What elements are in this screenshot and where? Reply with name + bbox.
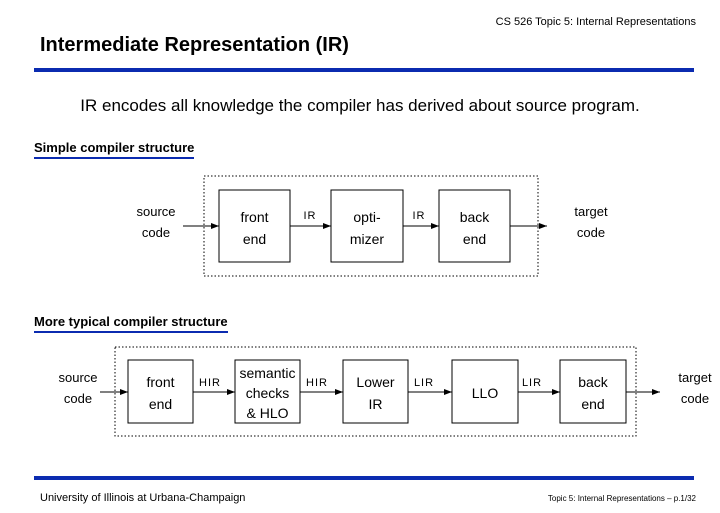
typical-box-front-end-line-2: end (149, 396, 172, 412)
typical-output-label-1: target (678, 370, 712, 385)
simple-box-front-end-line-1: front (240, 209, 268, 225)
lead-text: IR encodes all knowledge the compiler ha… (80, 96, 640, 115)
footer-institution: University of Illinois at Urbana-Champai… (40, 492, 246, 504)
typical-diagram: source code target code front end HIR se… (58, 346, 712, 437)
top-rule (34, 68, 694, 72)
simple-box-back-end (438, 189, 511, 263)
simple-box-optimizer-line-1: opti- (353, 209, 381, 225)
typical-dotted-frame (114, 346, 637, 437)
typical-box-semantic-checks-line-1: semantic (239, 365, 295, 381)
typical-edge-label-1: HIR (199, 377, 221, 389)
typical-box-llo (451, 359, 519, 424)
bottom-rule (34, 476, 694, 480)
simple-output-label-2: code (577, 225, 605, 240)
simple-box-optimizer-line-2: mizer (350, 231, 385, 247)
typical-edge-label-3: LIR (414, 377, 434, 389)
typical-output-label-2: code (681, 391, 709, 406)
typical-edge-label-2: HIR (306, 377, 328, 389)
simple-box-front-end (218, 189, 291, 263)
section-heading-typical: More typical compiler structure (34, 314, 228, 333)
simple-input-label-2: code (142, 225, 170, 240)
simple-box-back-end-line-1: back (460, 209, 491, 225)
typical-box-lower-ir-line-2: IR (369, 396, 383, 412)
section-heading-simple: Simple compiler structure (34, 140, 195, 159)
simple-edge-label-1: IR (304, 210, 317, 222)
typical-edge-label-4: LIR (522, 377, 542, 389)
typical-box-lower-ir-line-1: Lower (356, 374, 394, 390)
typical-input-label-1: source (58, 370, 97, 385)
typical-box-back-end (559, 359, 627, 424)
typical-box-llo-line-1: LLO (472, 385, 499, 401)
typical-input-label-2: code (64, 391, 92, 406)
footer-page-info: Topic 5: Internal Representations – p.1/… (547, 494, 696, 503)
typical-box-front-end (127, 359, 194, 424)
simple-box-optimizer (330, 189, 404, 263)
simple-box-front-end-line-2: end (243, 231, 266, 247)
typical-box-semantic-checks-line-3: & HLO (246, 405, 288, 421)
simple-diagram: source code target code front end IR opt… (136, 175, 608, 277)
typical-box-lower-ir (342, 359, 409, 424)
simple-input-label-1: source (136, 204, 175, 219)
typical-box-semantic-checks-line-2: checks (246, 385, 290, 401)
typical-box-semantic-checks (234, 359, 301, 424)
typical-box-back-end-line-1: back (578, 374, 609, 390)
course-label: CS 526 Topic 5: Internal Representations (495, 16, 696, 28)
typical-box-front-end-line-1: front (146, 374, 174, 390)
simple-output-label-1: target (574, 204, 608, 219)
simple-edge-label-2: IR (413, 210, 426, 222)
page-title: Intermediate Representation (IR) (40, 34, 349, 56)
typical-box-back-end-line-2: end (581, 396, 604, 412)
simple-box-back-end-line-2: end (463, 231, 486, 247)
